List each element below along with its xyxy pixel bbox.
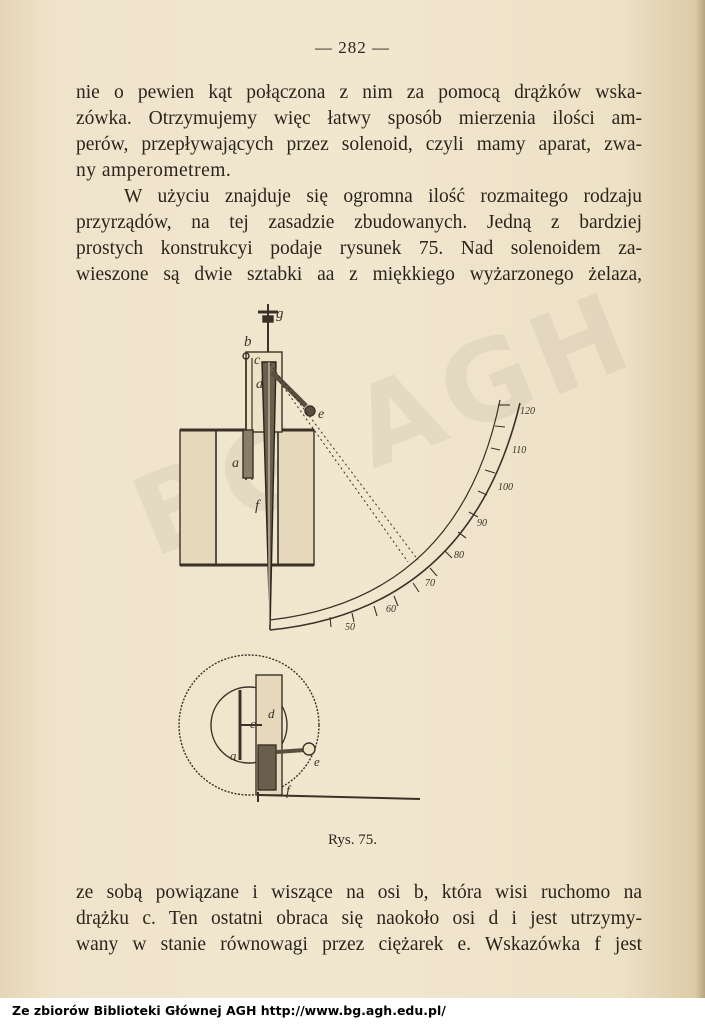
iron-bar-a (242, 429, 254, 479)
text-line: wany w stanie równowagi przez ciężarek e… (76, 934, 642, 955)
text-line: nie o pewien kąt połączona z nim za pomo… (76, 82, 642, 103)
page-edge-shadow (695, 0, 705, 1000)
paragraph-top: nie o pewien kąt połączona z nim za pomo… (76, 80, 642, 288)
label-d: d (256, 377, 264, 392)
label-plan-c: c (250, 716, 256, 731)
tick-label: 70 (425, 578, 435, 589)
label-plan-f: f (286, 784, 292, 799)
tick-label: 60 (386, 604, 396, 615)
footer-credit: Ze zbiorów Biblioteki Głównej AGH http:/… (0, 998, 705, 1024)
text-line: drążku c. Ten ostatni obraca się naokoło… (76, 908, 642, 929)
text-line: ny amperometrem. (76, 160, 232, 181)
tick-label: 90 (477, 518, 487, 529)
figure-caption: Rys. 75. (328, 832, 377, 848)
tick-label: 120 (520, 406, 535, 417)
tick-label: 100 (498, 482, 513, 493)
label-plan-a: a (230, 748, 237, 763)
weight-e (304, 405, 316, 417)
text-line: perów, przepływających przez solenoid, c… (76, 134, 642, 155)
label-plan-d: d (268, 706, 275, 721)
label-g: g (276, 306, 284, 322)
scale-ticks (329, 404, 510, 628)
label-c: c (254, 353, 261, 368)
scale-arc-inner (269, 399, 501, 621)
text-line: zówka. Otrzymujemy więc łatwy sposób mie… (76, 108, 642, 129)
label-b: b (244, 334, 252, 350)
paragraph-bottom: ze sobą powiązane i wiszące na osi b, kt… (76, 880, 642, 958)
tick-label: 80 (454, 550, 464, 561)
text-line: wieszone są dwie sztabki aa z miękkiego … (76, 264, 642, 285)
text-line: prostych konstrukcyi podaje rysunek 75. … (76, 238, 642, 259)
page-number: — 282 — (315, 38, 390, 57)
plan-view-inner-circle (210, 686, 288, 764)
solenoid-right-coil (277, 429, 315, 566)
label-f: f (255, 498, 261, 514)
text-line: przyrządów, na tej zasadzie zbudowanych.… (76, 212, 642, 233)
tick-label: 50 (345, 622, 355, 633)
figure-75: g b c d e a f c d a e f 50 60 70 80 90 1… (178, 304, 535, 802)
solenoid-left-coil (179, 429, 217, 566)
label-a: a (232, 456, 239, 471)
text-line: ze sobą powiązane i wiszące na osi b, kt… (76, 882, 642, 903)
plan-view-outer-circle (178, 654, 320, 796)
text-line: W użyciu znajduje się ogromna ilość rozm… (124, 186, 642, 207)
scale-arc-outer (269, 402, 521, 631)
label-e: e (318, 407, 324, 422)
label-plan-e: e (314, 754, 320, 769)
tick-label: 110 (512, 445, 526, 456)
